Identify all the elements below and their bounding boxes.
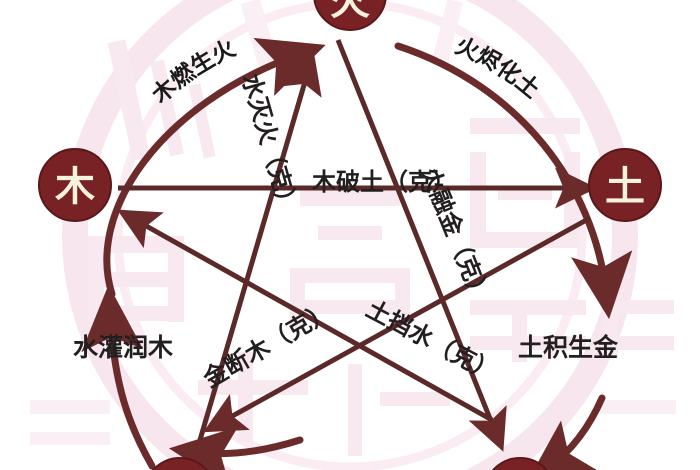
arrow-wood-to-fire xyxy=(103,37,326,298)
label-wood-breaks-earth: 木破土（克） xyxy=(311,168,456,196)
element-node-metal[interactable]: 金 xyxy=(484,457,556,470)
element-node-wood-label: 木 xyxy=(55,164,95,210)
overcoming-cycle-arrows xyxy=(117,39,597,452)
arrow-earth-to-water xyxy=(203,215,592,433)
label-fire-ash-earth: 火烬化土 xyxy=(451,33,544,104)
label-earth-blocks-water: 土挡水（克） xyxy=(362,295,502,387)
element-node-fire[interactable]: 火 xyxy=(313,0,387,31)
arrow-fire-to-earth xyxy=(394,42,633,320)
element-node-earth[interactable]: 土 xyxy=(588,148,662,222)
generating-cycle-arrows xyxy=(81,37,633,470)
label-water-waters-wood: 水灌润木 xyxy=(73,333,173,362)
label-earth-makes-metal: 土积生金 xyxy=(518,333,619,362)
element-node-earth-label: 土 xyxy=(605,164,645,210)
label-metal-cuts-wood: 金断木（克） xyxy=(198,297,338,394)
arrow-metal-to-water xyxy=(168,426,304,470)
element-node-fire-label: 火 xyxy=(330,0,370,24)
arrow-metal-to-wood xyxy=(117,209,494,423)
element-node-water[interactable]: 水 xyxy=(144,457,216,470)
arrow-water-to-fire xyxy=(197,51,322,441)
arrow-fire-to-metal xyxy=(335,39,507,452)
label-wood-burns-fire: 木燃生火 xyxy=(147,35,240,109)
arrow-water-to-wood xyxy=(81,284,156,470)
arrow-earth-to-metal xyxy=(525,394,606,470)
element-node-wood[interactable]: 木 xyxy=(38,148,112,222)
